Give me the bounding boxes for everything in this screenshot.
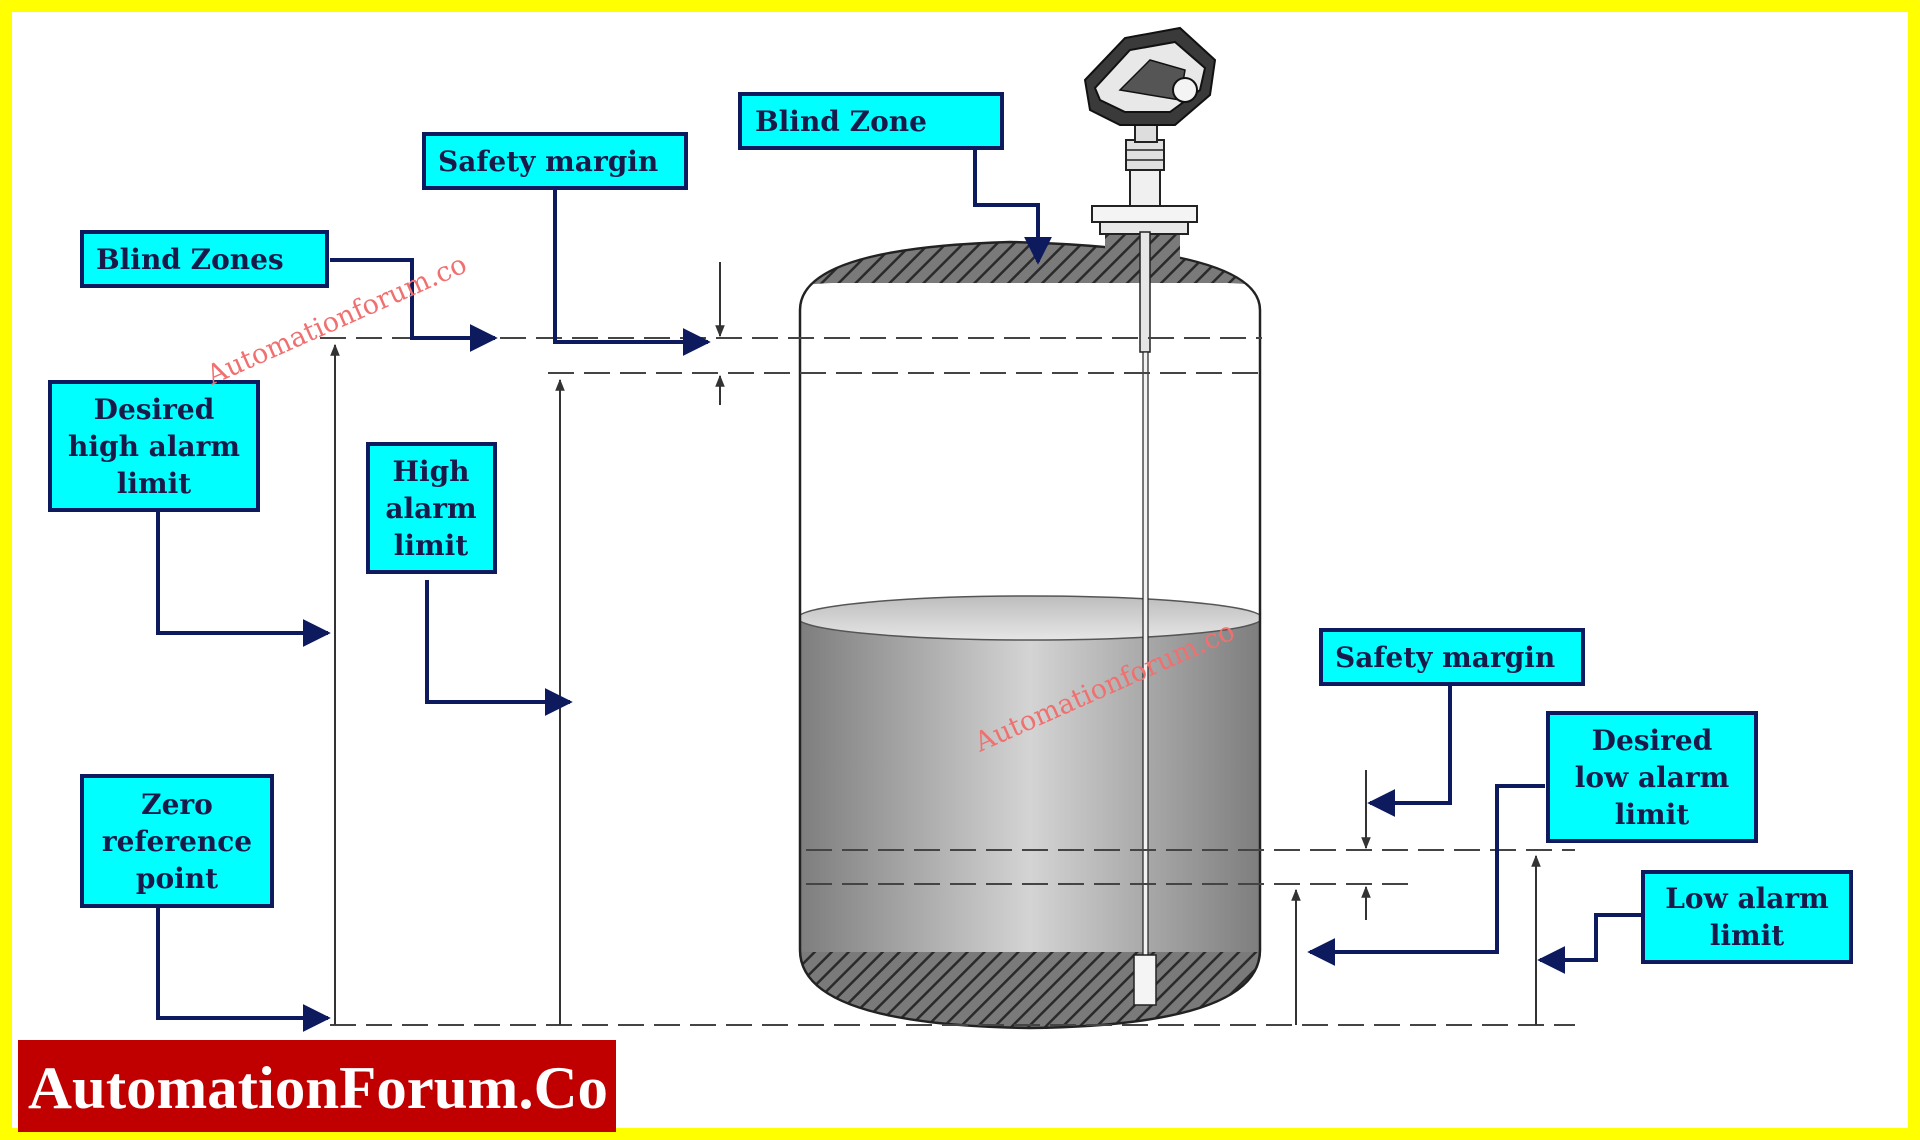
label-safety-margin-bottom-text: Safety margin <box>1335 641 1555 674</box>
desired-low-line-3: limit <box>1615 798 1690 831</box>
label-blind-zones-text: Blind Zones <box>96 243 284 276</box>
high-alarm-line-2: alarm <box>385 492 476 525</box>
desired-high-line-1: Desired <box>94 393 215 426</box>
probe-rod-icon <box>1133 231 1157 1006</box>
label-low-alarm-limit: Low alarm limit <box>1641 870 1853 964</box>
label-desired-high-alarm-limit: Desired high alarm limit <box>48 380 260 512</box>
label-high-alarm-limit: High alarm limit <box>366 442 497 574</box>
zero-ref-line-2: reference <box>102 825 252 858</box>
level-transmitter-icon <box>1083 26 1217 277</box>
label-safety-margin-top-text: Safety margin <box>438 145 658 178</box>
low-alarm-line-2: limit <box>1710 919 1785 952</box>
low-alarm-line-1: Low alarm <box>1665 882 1829 915</box>
label-safety-margin-top: Safety margin <box>422 132 688 190</box>
desired-high-line-3: limit <box>117 467 192 500</box>
brand-banner: AutomationForum.Co <box>18 1040 616 1132</box>
desired-low-line-1: Desired <box>1592 724 1713 757</box>
zero-ref-line-3: point <box>136 862 218 895</box>
high-alarm-line-3: limit <box>394 529 469 562</box>
desired-low-line-2: low alarm <box>1575 761 1729 794</box>
leader-lines <box>156 148 1643 1032</box>
label-desired-low-alarm-limit: Desired low alarm limit <box>1546 711 1758 843</box>
desired-high-line-2: high alarm <box>68 430 240 463</box>
label-blind-zone-text: Blind Zone <box>755 105 927 138</box>
label-safety-margin-bottom: Safety margin <box>1319 628 1585 686</box>
brand-text: AutomationForum.Co <box>28 1055 608 1121</box>
label-zero-reference-point: Zero reference point <box>80 774 274 908</box>
high-alarm-line-1: High <box>392 455 469 488</box>
label-blind-zones: Blind Zones <box>80 230 329 288</box>
zero-ref-line-1: Zero <box>141 788 213 821</box>
label-blind-zone: Blind Zone <box>738 92 1004 150</box>
